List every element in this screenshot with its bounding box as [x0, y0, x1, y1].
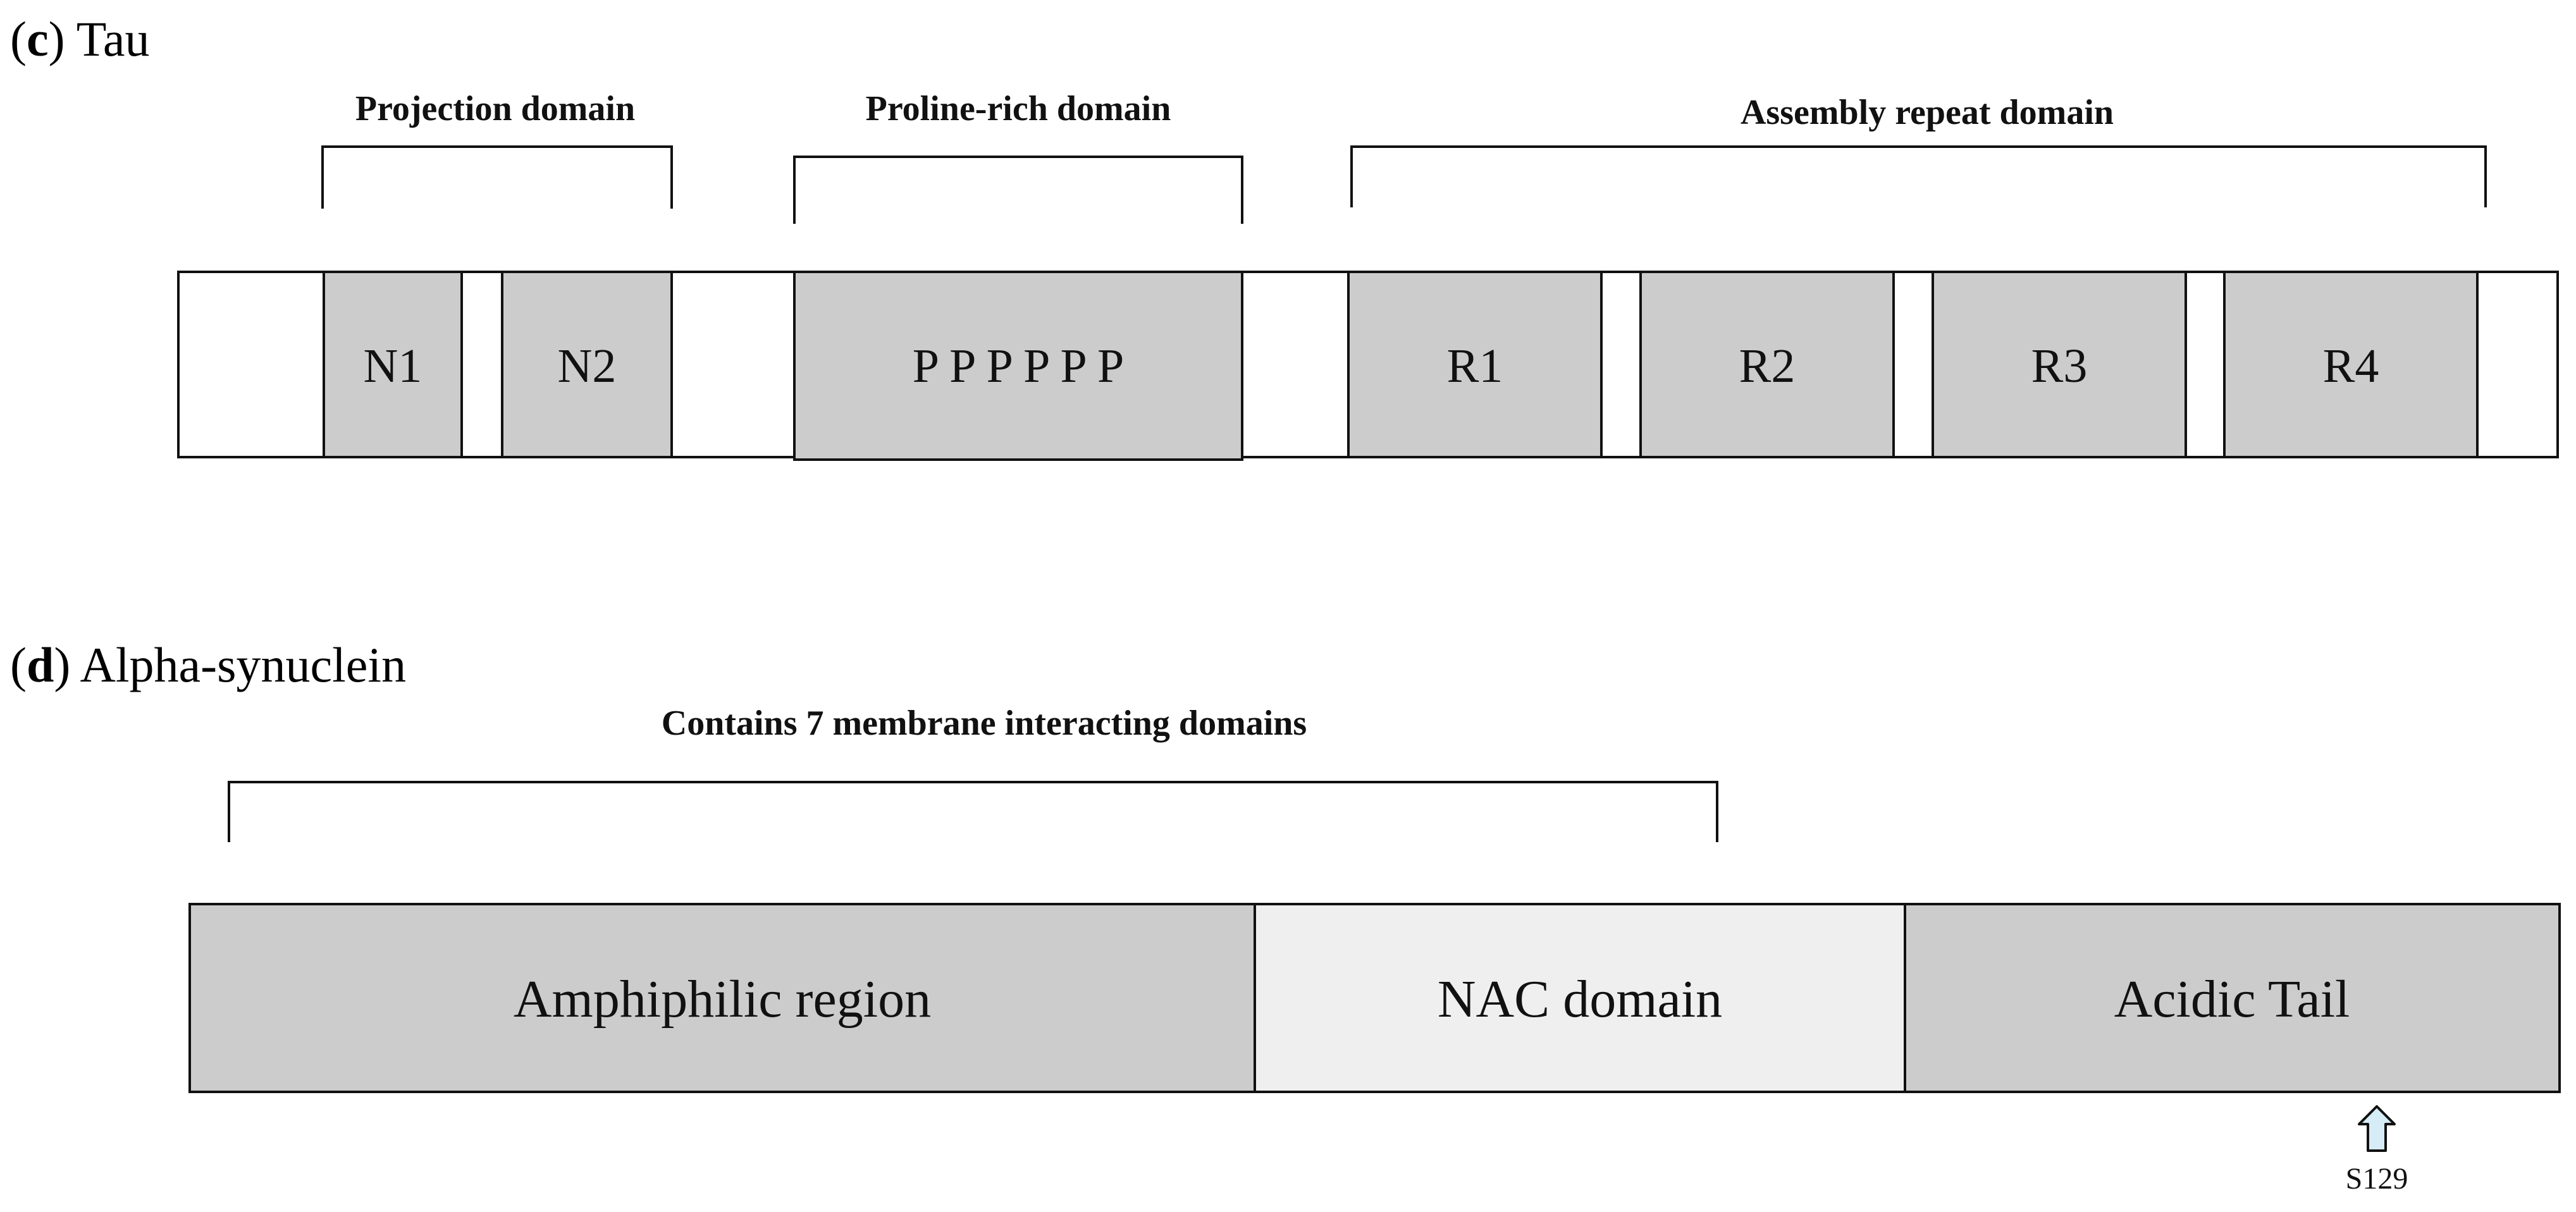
s129-site-label: S129 — [2346, 1162, 2408, 1196]
membrane-domains-bracket — [228, 781, 1718, 842]
tau-segment-r1-label: R1 — [1447, 340, 1503, 393]
nac-domain-label: NAC domain — [1438, 970, 1722, 1029]
tau-panel-letter: c — [27, 11, 49, 66]
tau-segment-r4 — [2223, 271, 2479, 458]
membrane-domains-label: Contains 7 membrane interacting domains — [662, 704, 1307, 743]
assembly-repeat-domain-bracket — [1350, 145, 2487, 207]
nac-domain-segment — [1254, 903, 1906, 1093]
amphiphilic-region-label: Amphiphilic region — [514, 970, 931, 1029]
tau-segment-r3-label: R3 — [2031, 340, 2088, 393]
tau-panel-title: (c) Tau — [10, 11, 150, 66]
acidic-tail-label: Acidic Tail — [2114, 970, 2350, 1029]
assembly-repeat-domain-label: Assembly repeat domain — [1741, 93, 2114, 132]
alpha-synuclein-panel-name: Alpha-synuclein — [80, 637, 407, 692]
alpha-synuclein-panel: (d) Alpha-synuclein Contains 7 membrane … — [10, 637, 2561, 1196]
tau-segment-r3 — [1932, 271, 2187, 458]
alpha-synuclein-panel-letter: d — [27, 637, 54, 692]
tau-segment-r4-label: R4 — [2323, 340, 2379, 393]
tau-segment-n2 — [501, 271, 673, 458]
projection-domain-bracket — [321, 145, 673, 209]
tau-segment-n1 — [323, 271, 463, 458]
up-arrow-icon — [2358, 1105, 2396, 1152]
proline-rich-domain-label: Proline-rich domain — [866, 89, 1171, 128]
tau-segment-proline — [793, 271, 1243, 461]
tau-panel-name: Tau — [77, 11, 150, 66]
tau-segment-r1 — [1347, 271, 1603, 458]
alpha-synuclein-panel-title: (d) Alpha-synuclein — [10, 637, 406, 692]
tau-segment-n2-label: N2 — [558, 340, 617, 393]
amphiphilic-region-segment — [188, 903, 1256, 1093]
tau-segment-n1-label: N1 — [364, 340, 422, 393]
tau-segment-r2-label: R2 — [1739, 340, 1796, 393]
tau-panel: (c) Tau Projection domain Proline-rich d… — [10, 11, 2559, 461]
tau-segment-r2 — [1639, 271, 1895, 458]
projection-domain-label: Projection domain — [355, 89, 635, 128]
proline-rich-domain-bracket — [793, 156, 1243, 224]
tau-segment-proline-label: P P P P P P — [913, 340, 1125, 393]
acidic-tail-segment — [1904, 903, 2561, 1093]
